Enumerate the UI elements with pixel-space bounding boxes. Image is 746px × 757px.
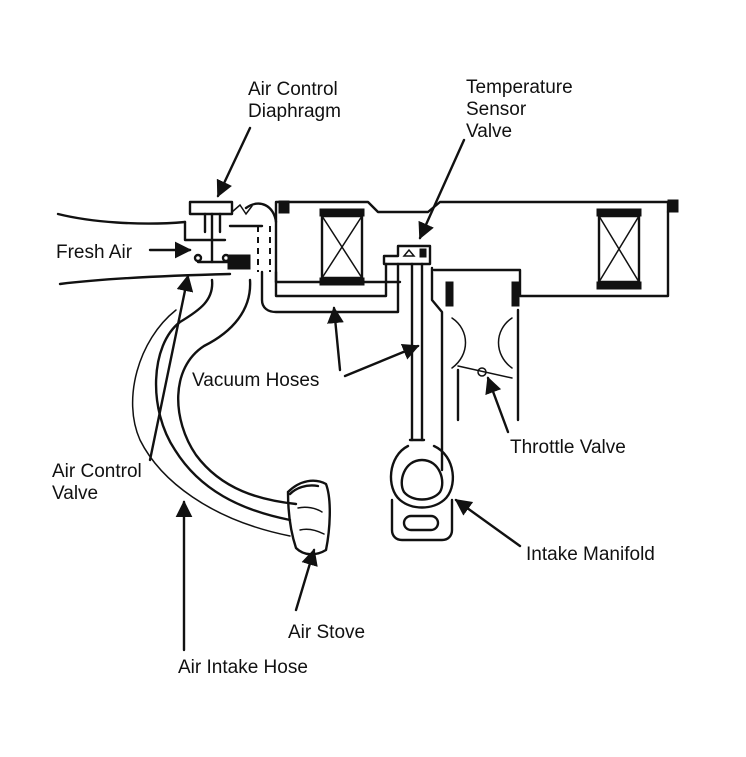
- label-air-control-diaphragm: Air Control Diaphragm: [248, 79, 341, 122]
- label-fresh-air: Fresh Air: [56, 242, 133, 263]
- air-intake-hose: [131, 278, 298, 537]
- label-throttle-valve: Throttle Valve: [510, 437, 626, 458]
- manifold-vacuum-line: [408, 262, 426, 442]
- carburetor-body: [430, 266, 520, 472]
- label-air-intake-hose: Air Intake Hose: [178, 657, 308, 678]
- label-intake-manifold: Intake Manifold: [526, 544, 655, 565]
- intake-manifold-shape: [389, 444, 455, 542]
- air-control-diaphragm-assembly: [188, 200, 278, 284]
- air-filter-left: [319, 208, 365, 286]
- temperature-sensor-valve-body: [382, 244, 432, 266]
- air-filter-right: [596, 208, 642, 290]
- label-air-stove: Air Stove: [288, 622, 366, 643]
- label-temperature-sensor-valve: Temperature Sensor Valve: [466, 77, 573, 142]
- air-stove: [286, 479, 331, 556]
- label-air-control-valve: Air Control Valve: [52, 461, 142, 504]
- vacuum-hose-lines: [257, 226, 400, 314]
- label-vacuum-hoses: Vacuum Hoses: [192, 370, 320, 391]
- snorkel-duct: [56, 212, 264, 286]
- leader-arrows: [148, 126, 522, 652]
